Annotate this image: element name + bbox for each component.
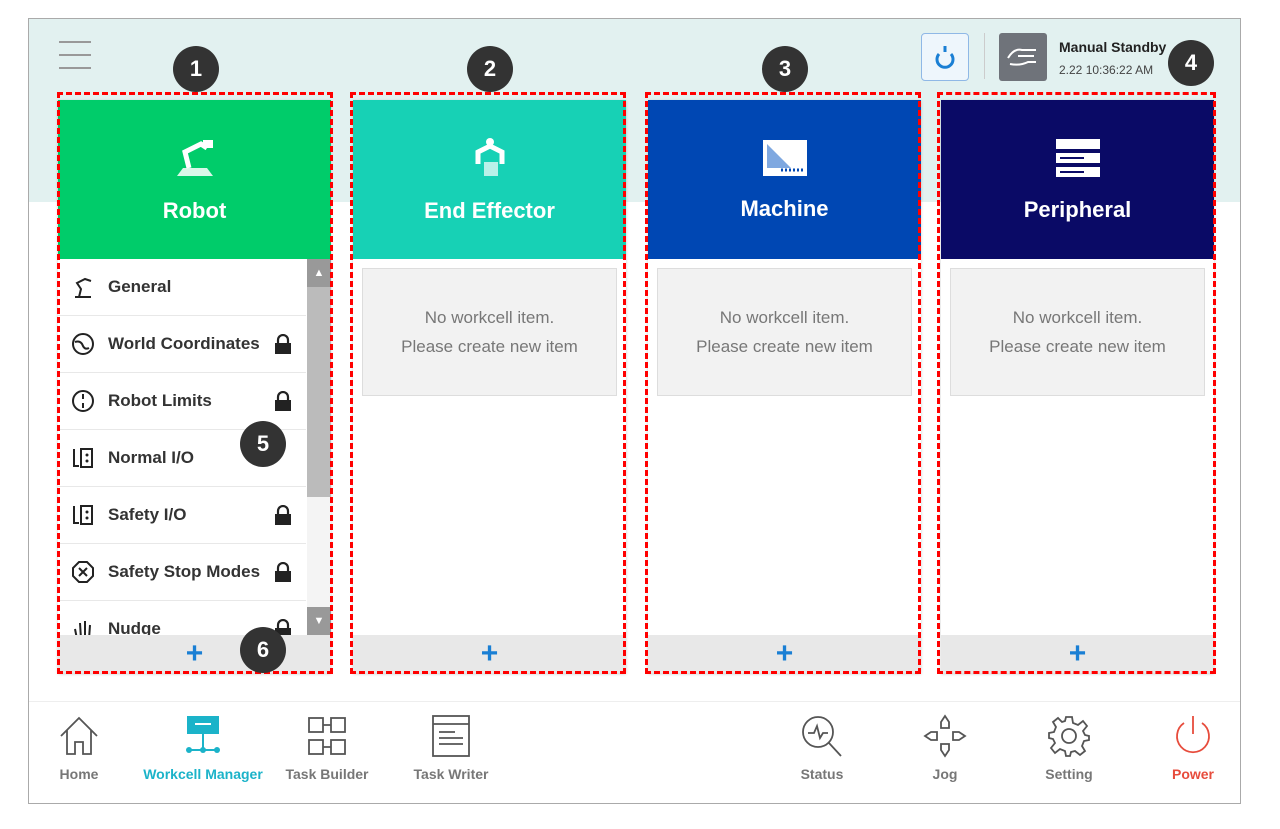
list-item[interactable]: Safety I/O (58, 487, 306, 544)
nav-task-builder[interactable]: Task Builder (267, 714, 387, 782)
peripheral-card: Peripheral No workcell item.Please creat… (941, 100, 1214, 673)
mode-time: 2.22 10:36:22 AM (1059, 63, 1154, 77)
machine-card: Machine No workcell item.Please create n… (648, 100, 921, 673)
list-item[interactable]: Normal I/O (58, 430, 306, 487)
callout-3: 3 (762, 46, 808, 92)
mode-title: Manual Standby (1059, 39, 1167, 55)
bottom-nav: Home Workcell Manager Task Builder Task … (29, 701, 1240, 803)
lock-icon (275, 505, 291, 525)
divider (984, 33, 985, 79)
add-peripheral-button[interactable]: + (941, 635, 1214, 673)
jog-icon (923, 714, 967, 758)
status-icon (802, 716, 842, 757)
empty-state: No workcell item.Please create new item (362, 268, 617, 396)
list-item-label: Normal I/O (108, 448, 194, 467)
end-effector-card: End Effector No workcell item.Please cre… (353, 100, 626, 673)
list-item[interactable]: General (58, 259, 306, 316)
card-title: Peripheral (1023, 196, 1132, 222)
scroll-thumb[interactable] (307, 287, 331, 497)
list-item[interactable]: Nudge (58, 601, 306, 635)
nav-workcell-manager[interactable]: Workcell Manager (143, 714, 263, 782)
refresh-icon (935, 46, 955, 69)
nav-jog[interactable]: Jog (885, 714, 1005, 782)
list-item-label: Nudge (108, 619, 161, 635)
task-writer-icon (432, 715, 470, 757)
add-end-effector-button[interactable]: + (353, 635, 626, 673)
list-item[interactable]: World Coordinates (58, 316, 306, 373)
manual-mode-button[interactable] (999, 33, 1047, 81)
hand-icon (70, 616, 96, 635)
nav-status[interactable]: Status (762, 714, 882, 782)
app-window: Manual Standby 2.22 10:36:22 AM Robot Ge… (28, 18, 1241, 804)
peripheral-icon (1055, 138, 1100, 177)
nav-power[interactable]: Power (1133, 714, 1240, 782)
machine-icon (762, 139, 807, 176)
list-item-label: World Coordinates (108, 334, 260, 353)
card-title: End Effector (424, 197, 555, 223)
lock-icon (275, 562, 291, 582)
limits-icon (70, 388, 96, 414)
gripper-icon (475, 137, 504, 176)
machine-card-header[interactable]: Machine (648, 100, 921, 259)
empty-state: No workcell item.Please create new item (657, 268, 912, 396)
hand-icon (1007, 48, 1036, 66)
callout-4: 4 (1168, 40, 1214, 86)
list-item-label: Robot Limits (108, 391, 212, 410)
lock-icon (275, 391, 291, 411)
list-item-label: General (108, 277, 172, 296)
callout-1: 1 (173, 46, 219, 92)
list-item[interactable]: Safety Stop Modes (58, 544, 306, 601)
nav-home[interactable]: Home (29, 714, 139, 782)
end-effector-card-header[interactable]: End Effector (353, 100, 626, 259)
lock-icon (275, 619, 291, 635)
menu-button[interactable] (59, 41, 91, 71)
callout-box-5 (64, 262, 330, 670)
stop-icon (70, 559, 96, 585)
lock-icon (275, 334, 291, 354)
robot-icon (176, 139, 213, 176)
list-item[interactable]: Robot Limits (58, 373, 306, 430)
scroll-down-button[interactable]: ▼ (307, 607, 331, 635)
callout-box-2 (350, 92, 626, 674)
robot-card-header[interactable]: Robot (58, 100, 331, 259)
empty-state: No workcell item.Please create new item (950, 268, 1205, 396)
list-item-label: Safety Stop Modes (108, 562, 261, 581)
io-icon (70, 445, 96, 471)
home-icon (60, 716, 98, 755)
add-machine-button[interactable]: + (648, 635, 921, 673)
nav-task-writer[interactable]: Task Writer (391, 714, 511, 782)
callout-2: 2 (467, 46, 513, 92)
card-title: Machine (740, 195, 829, 221)
callout-box-3 (645, 92, 921, 674)
callout-box-4 (937, 92, 1216, 674)
peripheral-card-header[interactable]: Peripheral (941, 100, 1214, 259)
power-icon (1176, 716, 1210, 754)
refresh-button[interactable] (921, 33, 969, 81)
nav-setting[interactable]: Setting (1009, 714, 1129, 782)
scrollbar[interactable]: ▲ ▼ (307, 259, 331, 635)
scroll-up-button[interactable]: ▲ (307, 259, 331, 287)
workcell-icon (186, 716, 220, 753)
globe-icon (70, 331, 96, 357)
io-icon (70, 502, 96, 528)
callout-box-1 (57, 92, 333, 674)
callout-6: 6 (240, 627, 286, 673)
card-title: Robot (162, 197, 227, 223)
list-item-label: Safety I/O (108, 505, 187, 524)
callout-5: 5 (240, 421, 286, 467)
gear-icon (1048, 716, 1090, 757)
robot-arm-icon (70, 274, 96, 300)
task-builder-icon (308, 717, 346, 755)
